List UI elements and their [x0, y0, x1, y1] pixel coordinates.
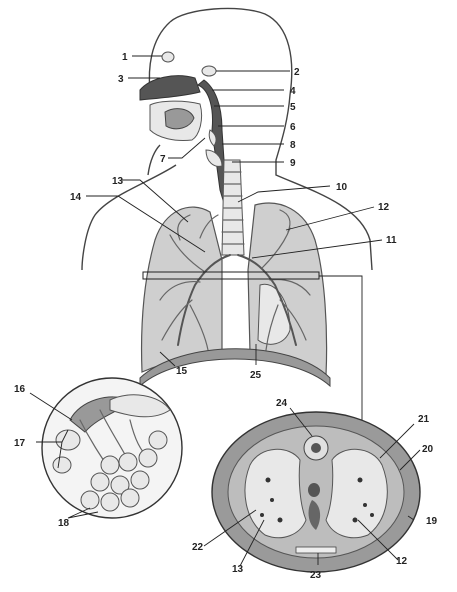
label-13-upper: 13: [112, 176, 124, 187]
lungs: [140, 202, 328, 377]
label-2: 2: [294, 67, 300, 78]
section-plane: [142, 271, 320, 280]
number-labels: 1 2 3 4 5 6 7 8 9 10 13 14 12 11 15 25 1…: [14, 52, 438, 581]
label-22: 22: [192, 542, 204, 553]
right-lung: [140, 206, 223, 373]
label-18: 18: [58, 518, 70, 529]
diaphragm: [139, 348, 331, 388]
label-8: 8: [290, 140, 296, 151]
label-23: 23: [310, 570, 322, 581]
label-16: 16: [14, 384, 26, 395]
label-24: 24: [276, 398, 288, 409]
label-17: 17: [14, 438, 26, 449]
label-3: 3: [118, 74, 124, 85]
label-10: 10: [336, 182, 348, 193]
label-14: 14: [70, 192, 82, 203]
label-11: 11: [386, 235, 397, 246]
label-21: 21: [418, 414, 430, 425]
label-7: 7: [160, 154, 166, 165]
label-9: 9: [290, 158, 296, 169]
trachea: [221, 159, 245, 256]
label-19: 19: [426, 516, 438, 527]
label-5: 5: [290, 102, 296, 113]
label-6: 6: [290, 122, 296, 133]
label-12-lower: 12: [396, 556, 408, 567]
thorax-cross-section: [211, 411, 421, 573]
alveoli-inset: [41, 377, 183, 519]
section-left-lung: [325, 448, 388, 539]
label-15: 15: [176, 366, 188, 377]
head-airway: [139, 51, 235, 213]
leader-lines: [29, 55, 421, 567]
label-4: 4: [290, 86, 296, 97]
label-25: 25: [250, 370, 262, 381]
label-13-lower: 13: [232, 564, 244, 575]
label-12-upper: 12: [378, 202, 390, 213]
label-1: 1: [122, 52, 128, 63]
label-20: 20: [422, 444, 434, 455]
